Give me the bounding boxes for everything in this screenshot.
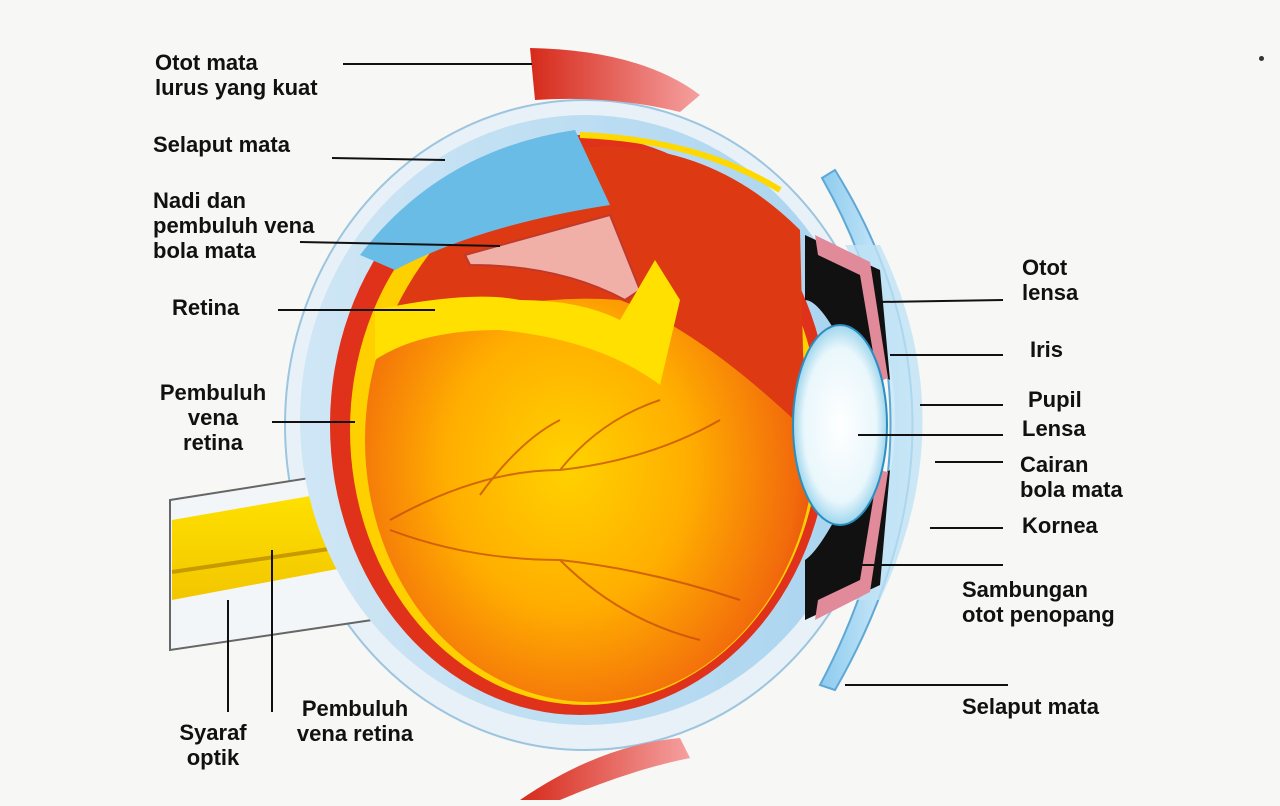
label-syaraf-optik: Syaraf optik [179,720,247,770]
bottom-eye-muscle [520,738,690,800]
speck [1259,56,1264,61]
label-retina: Retina [172,295,240,320]
label-kornea: Kornea [1022,513,1098,538]
blood-vessel-patch [463,213,642,302]
iris-top [815,235,888,382]
label-pupil: Pupil [1028,387,1082,412]
label-nadi-pembuluh: Nadi dan pembuluh vena bola mata [153,188,315,263]
label-selaput-mata-top: Selaput mata [153,132,290,157]
label-selaput-mata-bottom: Selaput mata [962,694,1099,719]
label-pembuluh-vena-retina-left: Pembuluh vena retina [159,380,267,455]
label-pembuluh-vena-retina-bottom: Pembuluh vena retina [296,696,414,746]
label-sambungan-otot-penopang: Sambungan otot penopang [962,577,1115,627]
leader-lines [227,63,1008,712]
label-iris: Iris [1030,337,1064,362]
retina-edge [579,132,782,193]
iris-bottom [815,470,888,620]
retina-flap [375,260,680,385]
retinal-veins [389,399,741,641]
label-otot-lensa: Otot lensa [1022,255,1079,305]
label-lensa: Lensa [1022,416,1086,441]
selaput-flap [360,130,610,270]
lens [792,324,888,526]
label-otot-mata-lurus: Otot mata lurus yang kuat [155,50,318,100]
label-cairan-bola-mata: Cairan bola mata [1020,452,1123,502]
aqueous-humor [845,245,923,600]
top-eye-muscle [530,48,700,112]
